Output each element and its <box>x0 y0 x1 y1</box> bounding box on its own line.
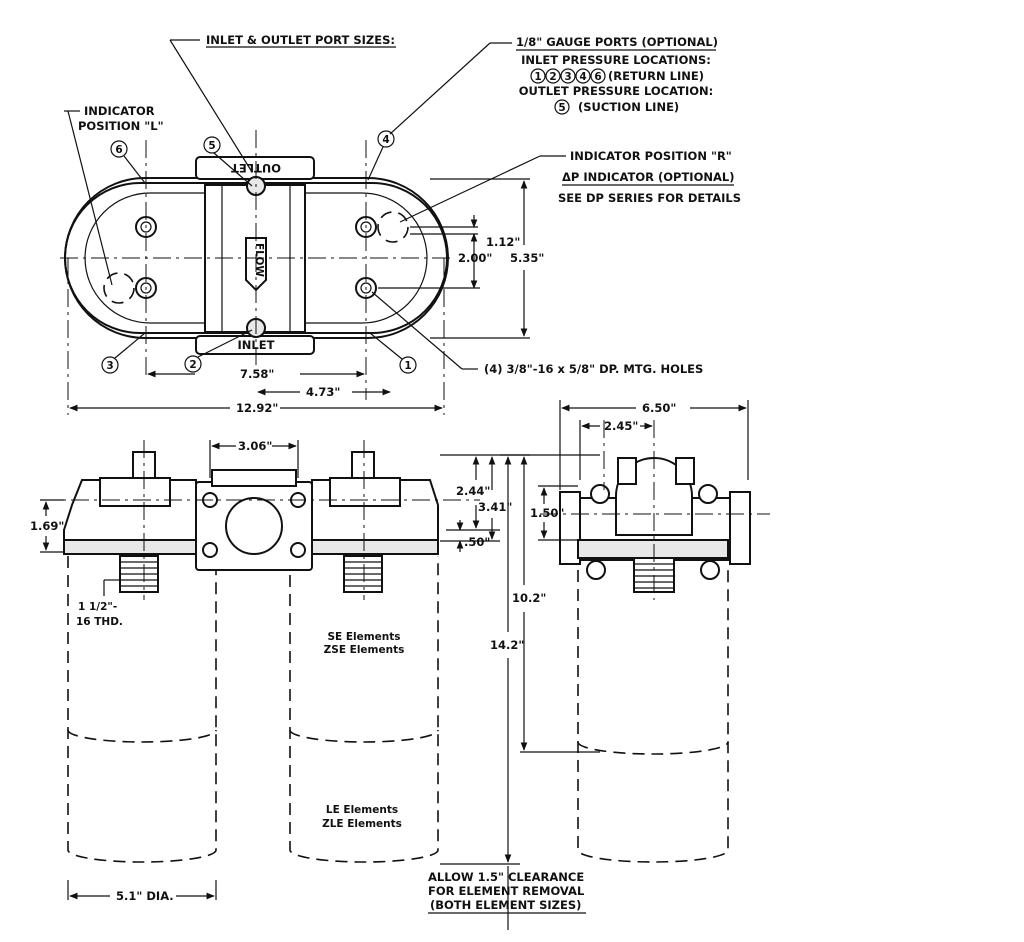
inlet-label: INLET <box>238 338 275 352</box>
dim-14-2: 14.2" <box>490 638 524 652</box>
dim-1-12: 1.12" <box>486 235 520 249</box>
callout-4: 4 <box>367 130 395 181</box>
svg-text:2: 2 <box>549 71 556 83</box>
note-outlet-lines: (SUCTION LINE) <box>578 100 679 114</box>
svg-text:1: 1 <box>534 71 541 83</box>
dim-1-69: 1.69" <box>30 519 64 533</box>
callout-2: 2 <box>184 329 253 373</box>
note-dp-indicator: ΔP INDICATOR (OPTIONAL) <box>562 170 734 184</box>
clearance-note-2: FOR ELEMENT REMOVAL <box>428 884 585 898</box>
se-elements-label: SE Elements <box>327 631 400 643</box>
dim-2-00: 2.00" <box>458 251 492 265</box>
svg-text:3: 3 <box>564 71 571 83</box>
le-elements-label: LE Elements <box>326 804 398 816</box>
dim-4-73: 4.73" <box>306 385 340 399</box>
note-inlet-lines: (RETURN LINE) <box>608 69 704 83</box>
callout-5: 5 <box>203 136 253 187</box>
notes: INLET & OUTLET PORT SIZES: 1/8" GAUGE PO… <box>64 33 741 376</box>
dim-6-50: 6.50" <box>642 401 676 415</box>
dim-1-50: 1.50" <box>530 506 564 520</box>
svg-text:4: 4 <box>579 71 586 83</box>
svg-text:5: 5 <box>208 140 215 152</box>
callout-3: 3 <box>101 332 146 374</box>
dim-5-1-dia: 5.1" DIA. <box>116 889 174 903</box>
outlet-port <box>225 497 283 555</box>
note-indicator-r: INDICATOR POSITION "R" <box>570 149 732 163</box>
dim-3-41: 3.41" <box>478 500 512 514</box>
svg-text:6: 6 <box>594 71 601 83</box>
dim-10-2: 10.2" <box>512 591 546 605</box>
note-port-sizes: INLET & OUTLET PORT SIZES: <box>206 33 395 47</box>
zse-elements-label: ZSE Elements <box>324 644 405 656</box>
outlet-callout-circle <box>554 99 570 115</box>
svg-text:4: 4 <box>382 134 389 146</box>
thread-right <box>343 555 383 593</box>
indicator-l-position <box>103 272 135 304</box>
top-view: OUTLET INLET FLOW 6 5 4 3 2 1 <box>60 130 544 415</box>
dim-5-35: 5.35" <box>510 251 544 265</box>
flow-label: FLOW <box>253 243 265 277</box>
front-view: 3.06" 1.69" 2.44" 3.41" .50" 10.2" 14.2" <box>30 439 600 930</box>
thread-label-2: 16 THD. <box>76 616 123 628</box>
inlet-callout-circles: 1 2 3 4 6 <box>530 68 606 84</box>
indicator-r-position <box>377 211 409 243</box>
svg-text:1: 1 <box>404 360 411 372</box>
side-view: 6.50" 2.45" 1.50" <box>530 400 770 863</box>
svg-text:6: 6 <box>115 144 122 156</box>
note-indicator-l-1: INDICATOR <box>84 104 155 118</box>
note-inlet-pressure: INLET PRESSURE LOCATIONS: <box>521 53 711 67</box>
svg-text:2: 2 <box>189 359 196 371</box>
note-gauge-ports: 1/8" GAUGE PORTS (OPTIONAL) <box>516 35 718 49</box>
clearance-note-3: (BOTH ELEMENT SIZES) <box>430 898 581 912</box>
callout-6: 6 <box>110 140 146 184</box>
thread-left <box>119 555 159 593</box>
dim-2-45: 2.45" <box>604 419 638 433</box>
zle-elements-label: ZLE Elements <box>322 818 402 830</box>
note-mtg-holes: (4) 3/8"-16 x 5/8" DP. MTG. HOLES <box>484 362 703 376</box>
dim-7-58: 7.58" <box>240 367 274 381</box>
note-outlet-pressure: OUTLET PRESSURE LOCATION: <box>519 84 714 98</box>
note-indicator-l-2: POSITION "L" <box>78 119 164 133</box>
note-see-dp: SEE DP SERIES FOR DETAILS <box>558 191 741 205</box>
dim-12-92: 12.92" <box>236 401 278 415</box>
callout-1: 1 <box>369 332 417 374</box>
dim-3-06: 3.06" <box>238 439 272 453</box>
clearance-note-1: ALLOW 1.5" CLEARANCE <box>428 870 584 884</box>
dim-0-50: .50" <box>464 535 490 549</box>
svg-text:3: 3 <box>106 360 113 372</box>
outlet-callout-number: 5 <box>558 102 565 114</box>
dim-2-44: 2.44" <box>456 484 490 498</box>
thread-label-1: 1 1/2"- <box>78 601 117 613</box>
